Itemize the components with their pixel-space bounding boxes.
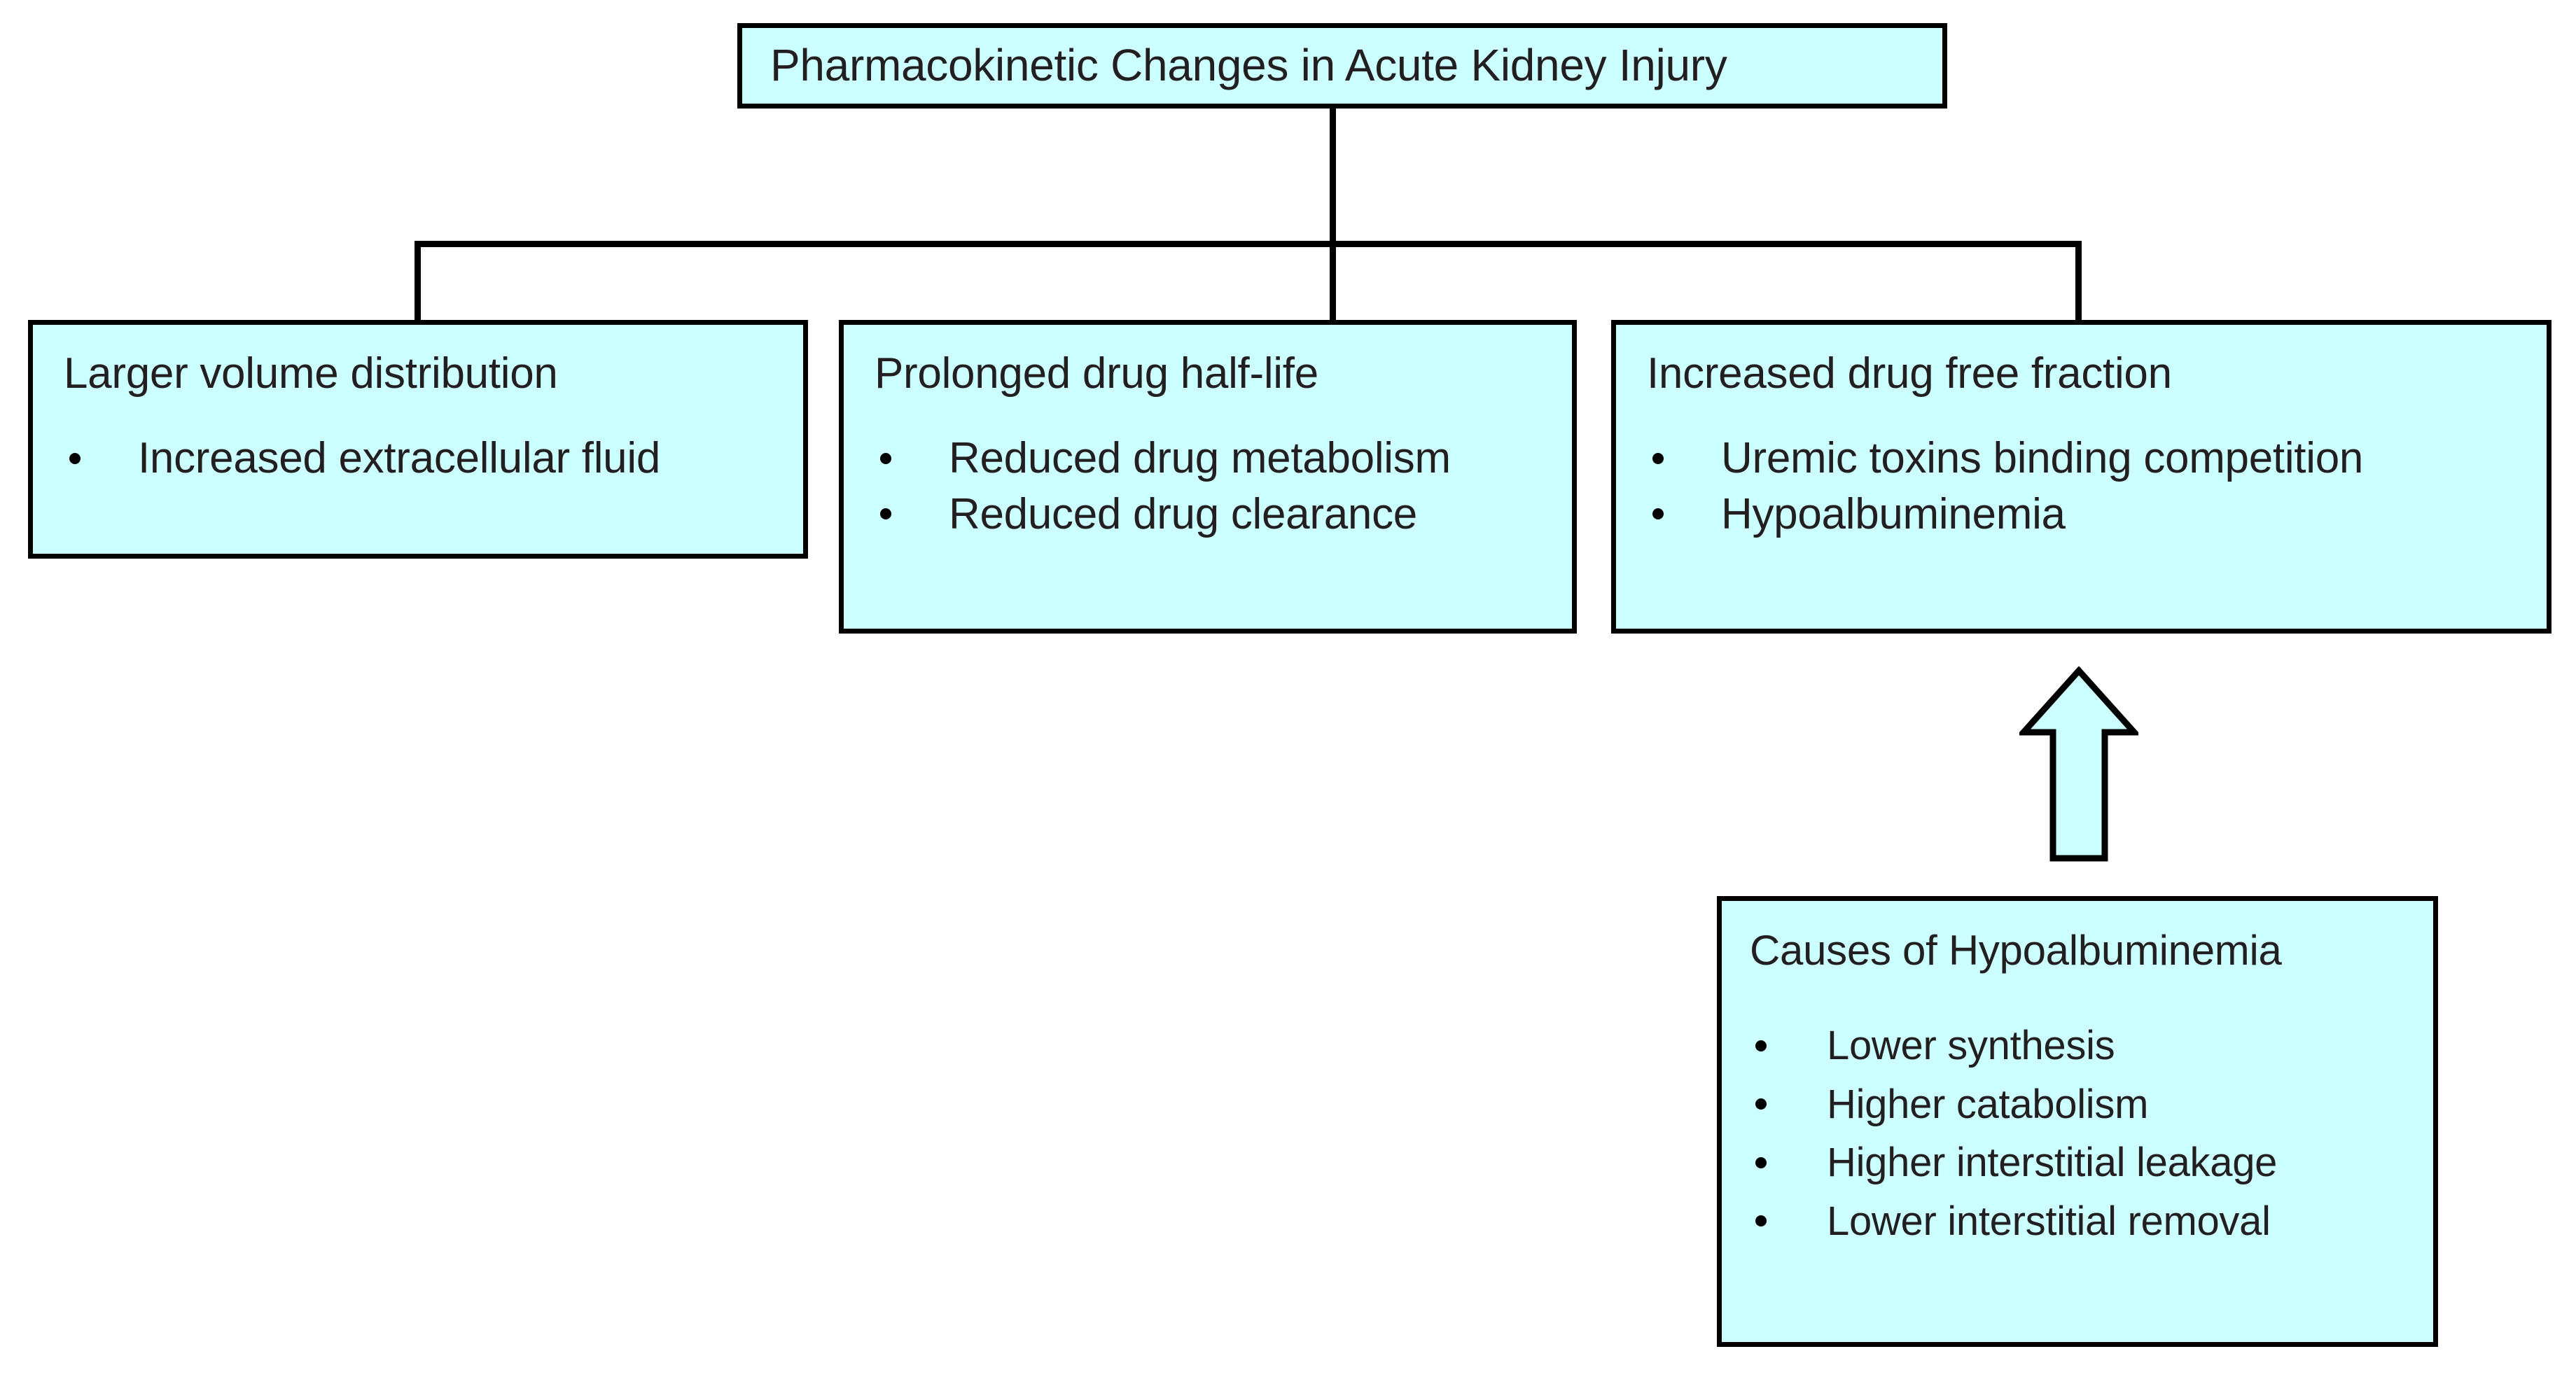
connector-root-stem (1330, 106, 1336, 246)
bullet-dot-icon (880, 452, 891, 464)
list-item-label: Reduced drug clearance (949, 489, 1417, 538)
up-arrow-icon (2019, 666, 2138, 862)
list-item-label: Lower synthesis (1827, 1023, 2115, 1068)
node-increased-drug-free-fraction[interactable]: Increased drug free fraction Uremic toxi… (1611, 320, 2551, 634)
connector-drop-left (415, 241, 421, 325)
node-root-title: Pharmacokinetic Changes in Acute Kidney … (770, 40, 1727, 91)
bullet-dot-icon (880, 508, 891, 520)
list-item: Reduced drug clearance (875, 487, 1572, 542)
node-hypoalbuminemia-title: Causes of Hypoalbuminemia (1750, 927, 2282, 974)
bullet-dot-icon (1755, 1156, 1767, 1168)
node-root-pharmacokinetic-changes[interactable]: Pharmacokinetic Changes in Acute Kidney … (737, 23, 1947, 109)
bullet-dot-icon (1652, 452, 1664, 464)
bullet-dot-icon (69, 452, 81, 464)
list-item: Lower synthesis (1750, 1016, 2433, 1075)
node-volume-distribution-title: Larger volume distribution (64, 349, 558, 398)
bullet-dot-icon (1755, 1098, 1767, 1110)
list-item: Higher catabolism (1750, 1075, 2433, 1134)
connector-horizontal-bus (415, 241, 2082, 247)
list-item: Increased extracellular fluid (64, 431, 803, 486)
list-item-label: Increased extracellular fluid (138, 434, 661, 483)
node-causes-of-hypoalbuminemia[interactable]: Causes of Hypoalbuminemia Lower synthesi… (1717, 896, 2438, 1347)
connector-drop-right (2075, 241, 2082, 325)
list-item: Higher interstitial leakage (1750, 1133, 2433, 1192)
list-item: Lower interstitial removal (1750, 1192, 2433, 1251)
list-item-label: Lower interstitial removal (1827, 1198, 2271, 1244)
node-volume-distribution-bullets: Increased extracellular fluid (64, 431, 803, 486)
list-item-label: Reduced drug metabolism (949, 434, 1451, 483)
bullet-dot-icon (1755, 1040, 1767, 1051)
node-free-fraction-title: Increased drug free fraction (1647, 349, 2172, 398)
node-larger-volume-distribution[interactable]: Larger volume distribution Increased ext… (28, 320, 808, 559)
bullet-dot-icon (1652, 508, 1664, 520)
list-item: Reduced drug metabolism (875, 431, 1572, 486)
node-half-life-title: Prolonged drug half-life (875, 349, 1318, 398)
node-free-fraction-bullets: Uremic toxins binding competition Hypoal… (1647, 431, 2547, 542)
list-item-label: Hypoalbuminemia (1721, 489, 2066, 538)
list-item-label: Higher interstitial leakage (1827, 1140, 2278, 1186)
list-item-label: Uremic toxins binding competition (1721, 434, 2364, 483)
node-prolonged-drug-half-life[interactable]: Prolonged drug half-life Reduced drug me… (839, 320, 1577, 634)
list-item: Uremic toxins binding competition (1647, 431, 2547, 486)
bullet-dot-icon (1755, 1215, 1767, 1227)
node-hypoalbuminemia-bullets: Lower synthesis Higher catabolism Higher… (1750, 1016, 2433, 1250)
list-item-label: Higher catabolism (1827, 1081, 2149, 1127)
list-item: Hypoalbuminemia (1647, 487, 2547, 542)
node-half-life-bullets: Reduced drug metabolism Reduced drug cle… (875, 431, 1572, 542)
connector-drop-middle (1330, 241, 1336, 325)
